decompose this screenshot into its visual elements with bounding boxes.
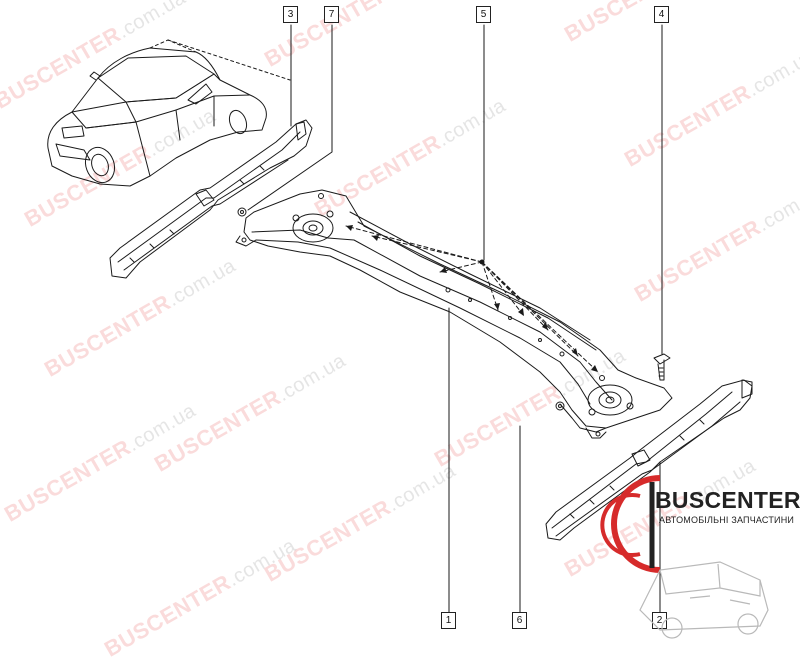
part-4-bolt [653, 353, 671, 381]
logo-brand-name: BUSCENTER [655, 487, 800, 513]
part-7-clip [237, 207, 247, 217]
part-1-crossmember [235, 189, 673, 439]
callout-5: 5 [476, 6, 491, 23]
callout-4: 4 [654, 6, 669, 23]
part-5-fastener-leaders [345, 225, 599, 373]
part-2-right-sill-rail [545, 379, 753, 541]
part-5-arrowheads [346, 225, 598, 372]
callout-2: 2 [652, 612, 667, 629]
part-3-left-sill-rail [109, 119, 313, 279]
callout-7: 7 [324, 6, 339, 23]
part-6-clip [555, 401, 565, 411]
vehicle-thumbnail [47, 39, 291, 187]
logo-tagline: АВТОМОБІЛЬНІ ЗАПЧАСТИНИ [659, 515, 795, 525]
buscenter-logo [600, 475, 769, 639]
callout-1: 1 [441, 612, 456, 629]
callout-leaders [247, 24, 663, 613]
callout-3: 3 [283, 6, 298, 23]
callout-6: 6 [512, 612, 527, 629]
